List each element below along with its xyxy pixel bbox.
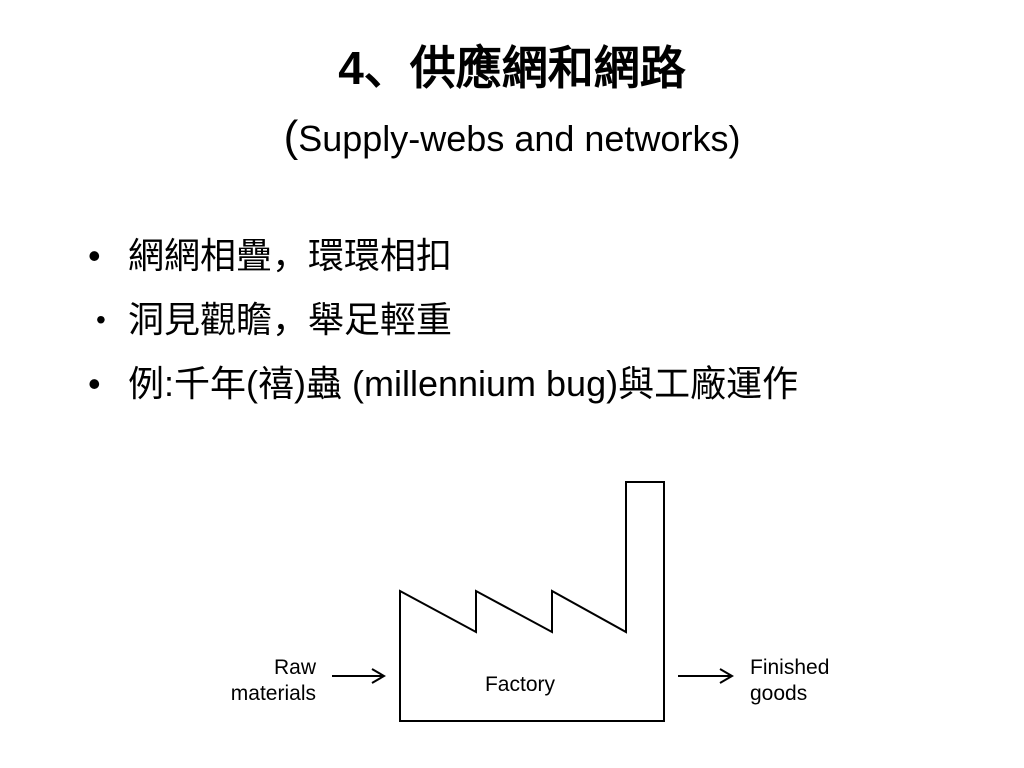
bullet-item: • 洞見觀瞻，舉足輕重 (88, 292, 948, 348)
input-arrow (332, 668, 386, 684)
bullet-text: 例:千年(禧)蟲 (millennium bug)與工廠運作 (128, 363, 799, 404)
bullet-text: 洞見觀瞻，舉足輕重 (128, 299, 453, 340)
raw-materials-label: Raw materials (218, 655, 316, 707)
finished-goods-label: Finished goods (750, 655, 860, 707)
bullet-text: 網網相疊，環環相扣 (128, 235, 453, 276)
bullet-item: • 例:千年(禧)蟲 (millennium bug)與工廠運作 (88, 356, 948, 412)
factory-diagram-svg (332, 481, 734, 722)
subtitle-open-paren: ( (283, 112, 299, 161)
bullet-dot: • (88, 235, 101, 276)
bullet-dot: • (88, 363, 101, 404)
raw-materials-label-line2: materials (230, 682, 316, 705)
bullet-list: • 網網相疊，環環相扣 • 洞見觀瞻，舉足輕重 • 例:千年(禧)蟲 (mill… (88, 228, 948, 420)
bullet-item: • 網網相疊，環環相扣 (88, 228, 948, 284)
finished-goods-label-line1: Finished (750, 656, 830, 679)
bullet-dot: • (96, 304, 106, 335)
raw-materials-label-line1: Raw (273, 656, 316, 679)
slide-title: 4、供應網和網路 (338, 42, 686, 94)
slide-subtitle: (Supply-webs and networks) (0, 110, 1024, 166)
factory-label: Factory (484, 673, 555, 696)
finished-goods-label-line2: goods (750, 682, 808, 705)
factory-building-outline (399, 481, 665, 722)
subtitle-text: Supply-webs and networks) (298, 118, 741, 159)
factory-diagram: Raw materials Factory Finished goods (0, 470, 1024, 750)
output-arrow (678, 668, 734, 684)
